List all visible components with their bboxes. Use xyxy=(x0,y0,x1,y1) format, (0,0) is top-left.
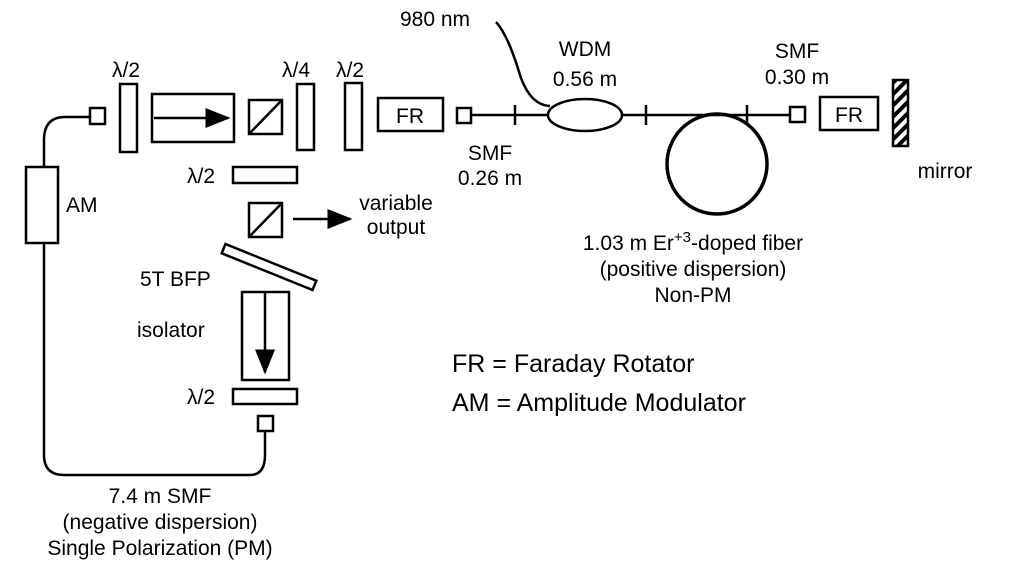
hwp-top-right-label: λ/2 xyxy=(336,59,364,82)
polarizing-beam-splitter-top xyxy=(247,98,284,136)
fiber-connector-left xyxy=(88,106,107,126)
pm-fiber-dispersion: (negative dispersion) xyxy=(63,511,258,534)
fiber-connector-right xyxy=(788,105,807,124)
pm-fiber xyxy=(42,115,267,477)
smf-left-length: 0.26 m xyxy=(458,167,522,190)
pump-fiber xyxy=(495,21,551,108)
er-fiber-label: 1.03 m Er+3-doped fiber xyxy=(583,229,803,255)
mirror-label: mirror xyxy=(918,160,973,183)
variable-output-label: variable xyxy=(359,192,433,215)
pm-fiber-type: Single Polarization (PM) xyxy=(47,537,272,560)
er-fiber-type: Non-PM xyxy=(654,284,731,307)
smf-left-label: SMF xyxy=(468,142,512,165)
am-label: AM xyxy=(66,194,98,217)
pm-fiber-length: 7.4 m SMF xyxy=(109,485,212,508)
faraday-rotator-left xyxy=(376,96,445,133)
hwp-top-left-label: λ/2 xyxy=(112,59,140,82)
quarter-wave-plate xyxy=(295,82,316,152)
half-wave-plate-top-right xyxy=(343,81,364,152)
half-wave-plate-top-left xyxy=(118,82,139,154)
legend-am: AM = Amplitude Modulator xyxy=(452,389,746,417)
hwp-middle-label: λ/2 xyxy=(187,165,215,188)
er-fiber-dispersion: (positive dispersion) xyxy=(600,258,787,281)
wdm-coupler xyxy=(546,97,624,133)
fiber-connector-mid xyxy=(455,106,473,125)
mirror xyxy=(891,78,910,148)
half-wave-plate-middle xyxy=(231,165,299,185)
fr-right-label: FR xyxy=(835,104,863,127)
isolator-label: isolator xyxy=(137,319,205,342)
smf-right-label: SMF xyxy=(775,40,819,63)
birefringent-filter-plate xyxy=(220,242,318,292)
half-wave-plate-bottom xyxy=(231,387,299,406)
pump-label: 980 nm xyxy=(400,8,470,31)
variable-output-label-2: output xyxy=(367,216,426,239)
fiber-connector-bottom xyxy=(256,414,275,433)
wdm-label: WDM xyxy=(559,38,611,61)
smf-right-length: 0.30 m xyxy=(765,66,829,89)
faraday-rotator-right xyxy=(818,95,880,132)
erbium-fiber-coil xyxy=(665,112,769,216)
bfp-label: 5T BFP xyxy=(140,268,211,291)
isolator-bottom xyxy=(240,290,291,382)
hwp-bottom-label: λ/2 xyxy=(187,386,215,409)
fr-left-label: FR xyxy=(396,105,424,128)
amplitude-modulator xyxy=(24,165,60,245)
polarizing-beam-splitter-bottom xyxy=(247,201,284,239)
legend-fr: FR = Faraday Rotator xyxy=(452,350,694,378)
qwp-label: λ/4 xyxy=(282,59,310,82)
wdm-length: 0.56 m xyxy=(553,68,617,91)
